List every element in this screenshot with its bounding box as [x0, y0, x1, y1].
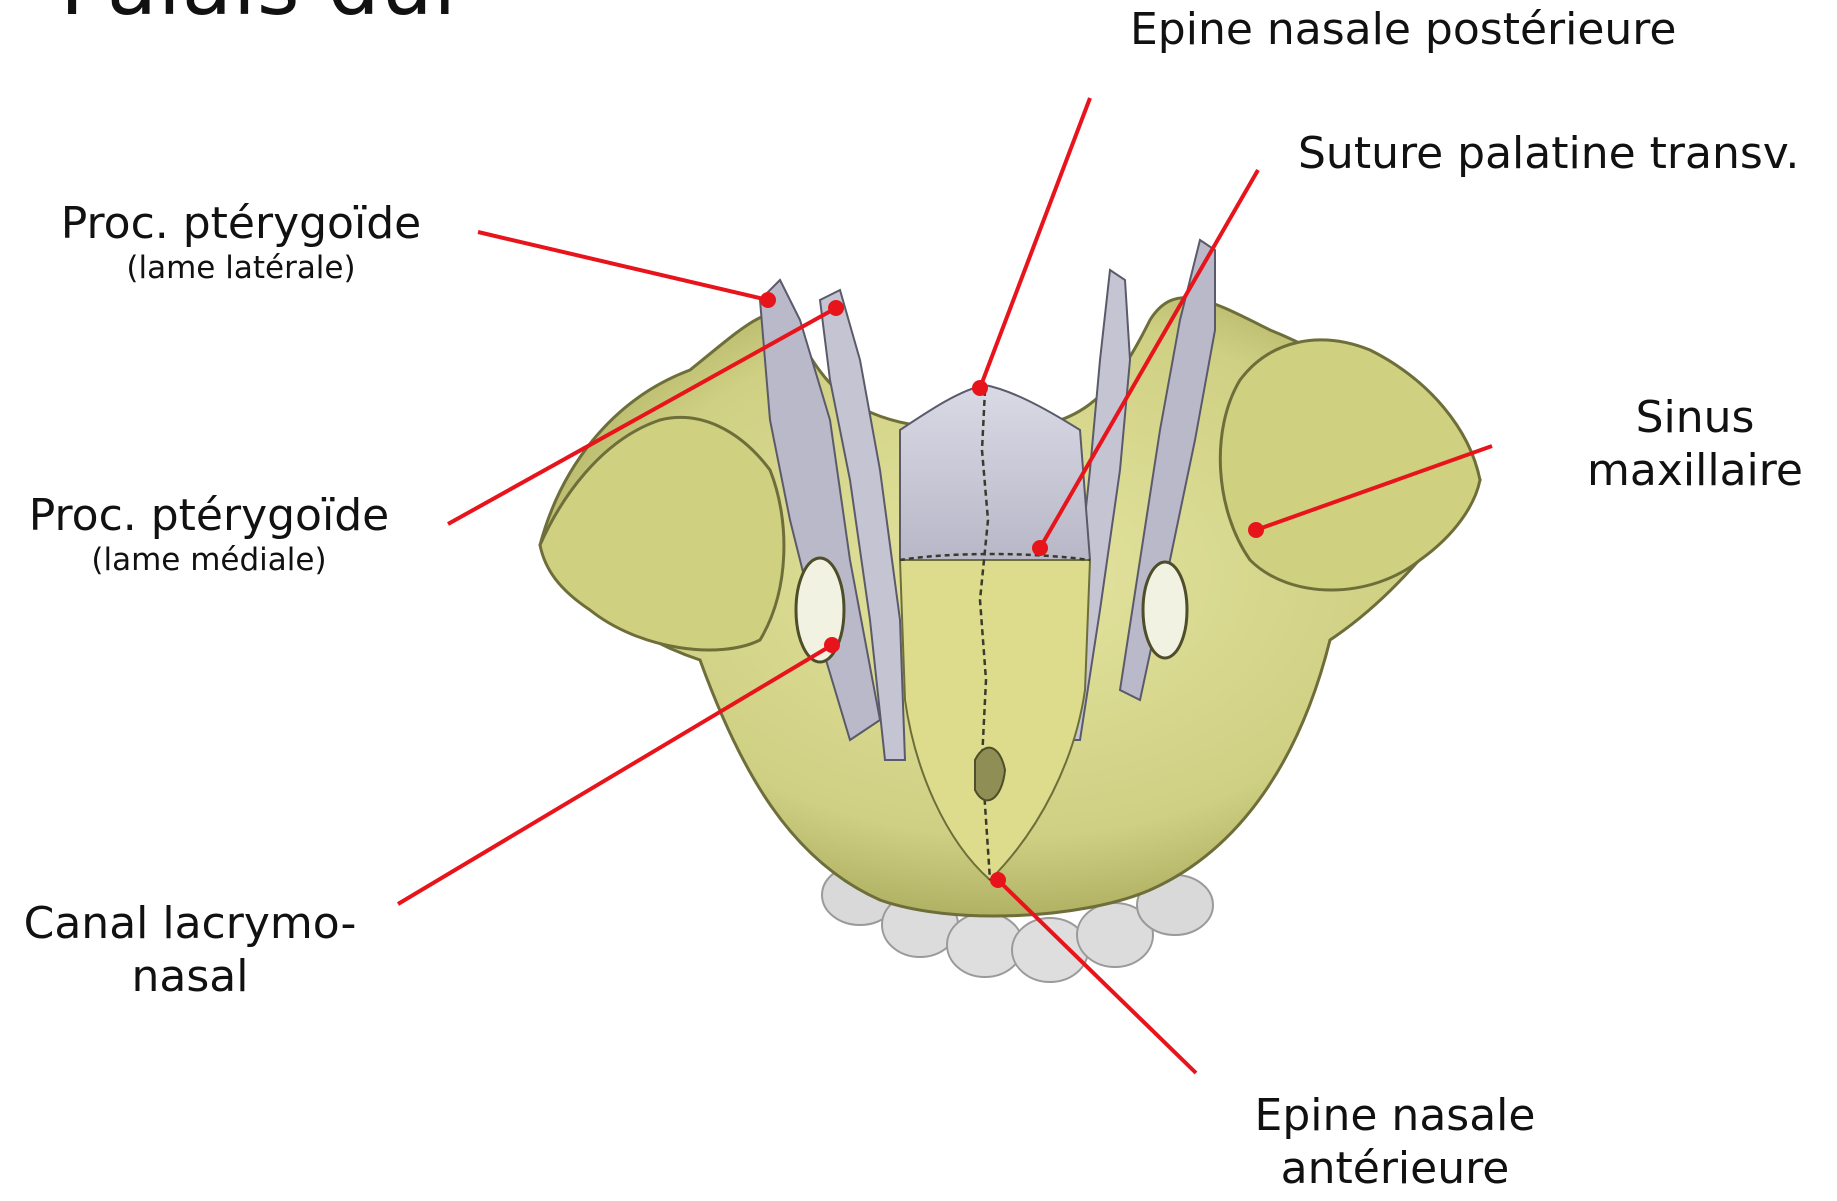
label-epine-nasale-anterieure-line2: antérieure [1230, 1143, 1560, 1196]
label-canal-lacrymo-nasal-line1: Canal lacrymo- [10, 898, 370, 951]
leader-line-proc-pterygoide-laterale [478, 232, 768, 300]
label-proc-pterygoide-laterale-sub: (lame latérale) [46, 251, 436, 287]
label-epine-nasale-anterieure-line1: Epine nasale [1230, 1090, 1560, 1143]
leader-dot-proc-pterygoide-mediale [828, 300, 844, 316]
label-sinus-maxillaire-line2: maxillaire [1570, 445, 1820, 498]
label-proc-pterygoide-laterale-main: Proc. ptérygoïde [46, 198, 436, 251]
tooth [1012, 918, 1088, 982]
label-sinus-maxillaire: Sinus maxillaire [1570, 392, 1820, 498]
label-proc-pterygoide-laterale: Proc. ptérygoïde (lame latérale) [46, 198, 436, 286]
label-epine-nasale-anterieure: Epine nasale antérieure [1230, 1090, 1560, 1196]
right-nasolacrimal-opening [1143, 562, 1187, 658]
leader-dot-epine-nasale-anterieure [990, 872, 1006, 888]
leader-dot-sinus-maxillaire [1248, 522, 1264, 538]
label-epine-nasale-posterieure: Epine nasale postérieure [1130, 4, 1676, 57]
palatine-horizontal-plate [900, 385, 1090, 560]
label-canal-lacrymo-nasal-line2: nasal [10, 951, 370, 1004]
label-canal-lacrymo-nasal: Canal lacrymo- nasal [10, 898, 370, 1004]
label-proc-pterygoide-mediale-main: Proc. ptérygoïde [14, 490, 404, 543]
label-proc-pterygoide-mediale: Proc. ptérygoïde (lame médiale) [14, 490, 404, 578]
leader-dot-proc-pterygoide-laterale [760, 292, 776, 308]
leader-dot-suture-palatine-transv [1032, 540, 1048, 556]
leader-dot-canal-lacrymo-nasal [824, 637, 840, 653]
leader-line-epine-nasale-posterieure [980, 98, 1090, 388]
label-suture-palatine-transv: Suture palatine transv. [1298, 128, 1799, 181]
label-sinus-maxillaire-line1: Sinus [1570, 392, 1820, 445]
label-proc-pterygoide-mediale-sub: (lame médiale) [14, 543, 404, 579]
leader-dot-epine-nasale-posterieure [972, 380, 988, 396]
